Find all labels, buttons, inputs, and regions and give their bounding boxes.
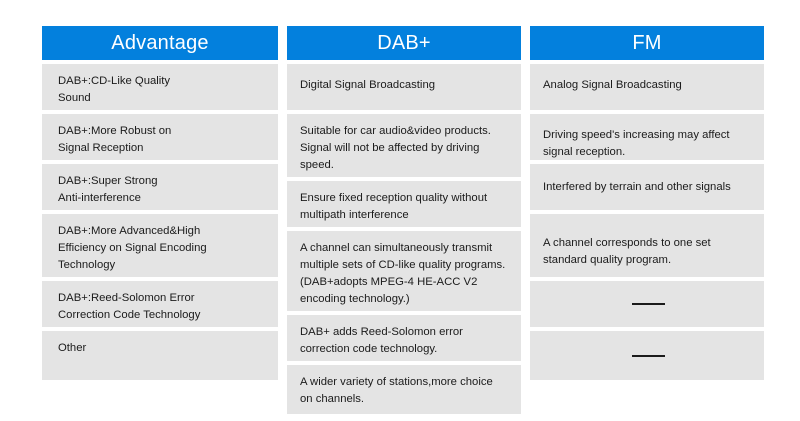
table-cell-dabplus-1: Digital Signal Broadcasting [287,64,521,110]
table-cell-advantage-3: DAB+:Super Strong Anti-interference [42,164,278,210]
dash-icon [632,354,665,357]
table-cell-advantage-2: DAB+:More Robust on Signal Reception [42,114,278,160]
column-dabplus: DAB+ Digital Signal Broadcasting Suitabl… [287,26,521,414]
table-cell-fm-3: Interfered by terrain and other signals [530,164,764,210]
table-cell-fm-1: Analog Signal Broadcasting [530,64,764,110]
column-header-fm: FM [530,26,764,60]
table-cell-dabplus-2: Suitable for car audio&video products. S… [287,114,521,177]
column-header-advantage: Advantage [42,26,278,60]
column-advantage: Advantage DAB+:CD-Like Quality Sound DAB… [42,26,278,380]
dash-icon [632,303,665,305]
comparison-table: Advantage DAB+:CD-Like Quality Sound DAB… [42,26,768,414]
table-cell-fm-6 [530,331,764,380]
table-cell-dabplus-6: A wider variety of stations,more choice … [287,365,521,414]
table-cell-fm-4: A channel corresponds to one set standar… [530,214,764,277]
table-cell-advantage-5: DAB+:Reed-Solomon Error Correction Code … [42,281,278,327]
column-fm: FM Analog Signal Broadcasting Driving sp… [530,26,764,380]
table-cell-advantage-1: DAB+:CD-Like Quality Sound [42,64,278,110]
comparison-table-wrapper: Advantage DAB+:CD-Like Quality Sound DAB… [42,26,768,414]
table-cell-dabplus-3: Ensure fixed reception quality without m… [287,181,521,227]
table-cell-advantage-4: DAB+:More Advanced&High Efficiency on Si… [42,214,278,277]
column-header-dabplus: DAB+ [287,26,521,60]
table-cell-dabplus-5: DAB+ adds Reed-Solomon error correction … [287,315,521,361]
table-cell-dabplus-4: A channel can simultaneously transmit mu… [287,231,521,311]
table-cell-fm-5 [530,281,764,327]
table-cell-fm-2: Driving speed's increasing may affect si… [530,114,764,160]
table-cell-advantage-6: Other [42,331,278,380]
